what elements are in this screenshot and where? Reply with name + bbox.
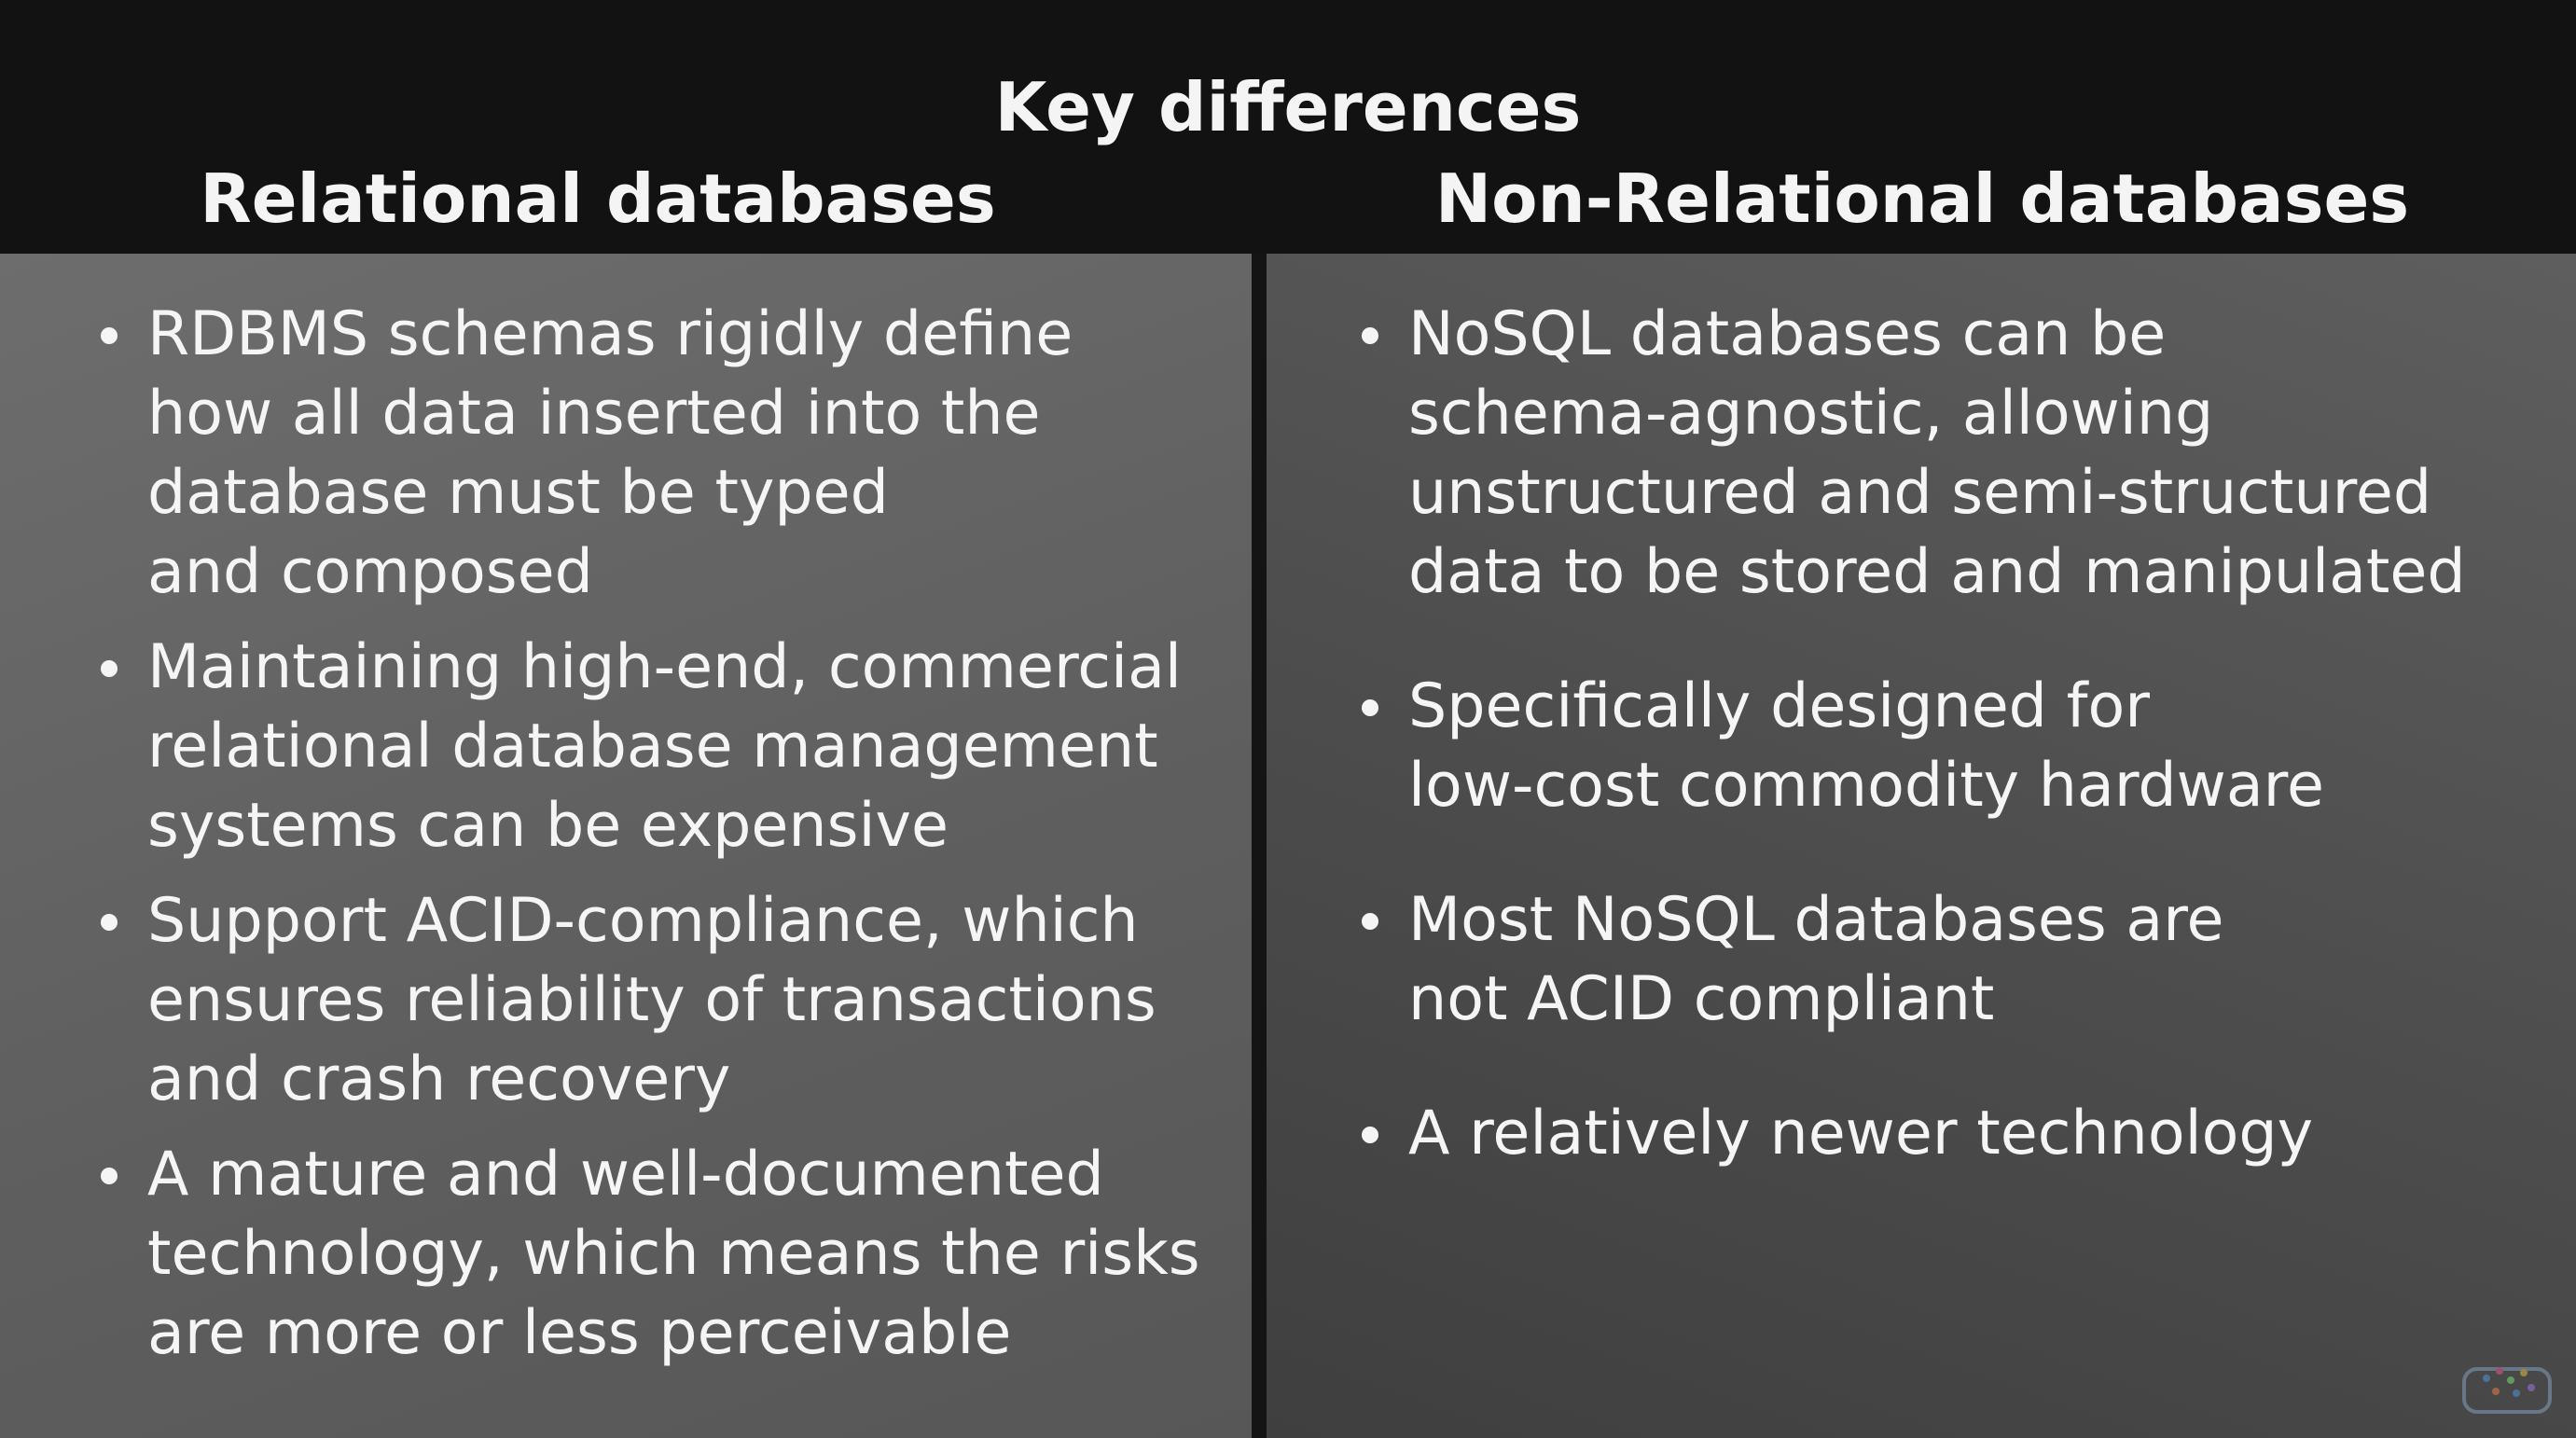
watermark-logo-icon: [2462, 1367, 2552, 1414]
bullet-dot-icon: [1362, 699, 1378, 716]
column-divider: [1252, 254, 1267, 1438]
non-relational-bullet-3: Most NoSQL databases are not ACID compli…: [1362, 880, 2565, 1039]
bullet-text: A mature and well-documented technology,…: [147, 1140, 1200, 1368]
bullet-text: Specifically designed for low-cost commo…: [1408, 671, 2324, 821]
bullet-text: NoSQL databases can be schema-agnostic, …: [1408, 299, 2466, 607]
relational-bullet-1: RDBMS schemas rigidly define how all dat…: [101, 295, 1239, 612]
bullet-dot-icon: [101, 914, 118, 931]
relational-bullet-3: Support ACID-compliance, which ensures r…: [101, 881, 1239, 1119]
relational-heading: Relational databases: [200, 159, 996, 238]
bullet-dot-icon: [1362, 327, 1378, 344]
bullet-dot-icon: [101, 660, 118, 677]
relational-panel: RDBMS schemas rigidly define how all dat…: [0, 254, 1252, 1438]
bullet-text: RDBMS schemas rigidly define how all dat…: [147, 299, 1073, 607]
relational-bullet-4: A mature and well-documented technology,…: [101, 1135, 1239, 1373]
bullet-dot-icon: [101, 327, 118, 344]
bullet-dot-icon: [1362, 1127, 1378, 1143]
non-relational-heading: Non-Relational databases: [1434, 159, 2410, 238]
relational-bullet-2: Maintaining high-end, commercial relatio…: [101, 628, 1239, 865]
relational-bullet-list: RDBMS schemas rigidly define how all dat…: [101, 295, 1239, 1389]
bullet-text: Maintaining high-end, commercial relatio…: [147, 632, 1182, 861]
non-relational-panel: NoSQL databases can be schema-agnostic, …: [1267, 254, 2576, 1438]
bullet-dot-icon: [101, 1168, 118, 1184]
slide-title: Key differences: [994, 68, 1582, 146]
non-relational-bullet-list: NoSQL databases can be schema-agnostic, …: [1362, 295, 2565, 1228]
header-bar: Key differences Relational databases Non…: [0, 0, 2576, 254]
bullet-dot-icon: [1362, 913, 1378, 930]
non-relational-bullet-4: A relatively newer technology: [1362, 1094, 2565, 1173]
non-relational-bullet-1: NoSQL databases can be schema-agnostic, …: [1362, 295, 2565, 612]
non-relational-bullet-2: Specifically designed for low-cost commo…: [1362, 667, 2565, 825]
bullet-text: Most NoSQL databases are not ACID compli…: [1408, 885, 2224, 1034]
bullet-text: A relatively newer technology: [1408, 1099, 2314, 1168]
bullet-text: Support ACID-compliance, which ensures r…: [147, 886, 1156, 1114]
